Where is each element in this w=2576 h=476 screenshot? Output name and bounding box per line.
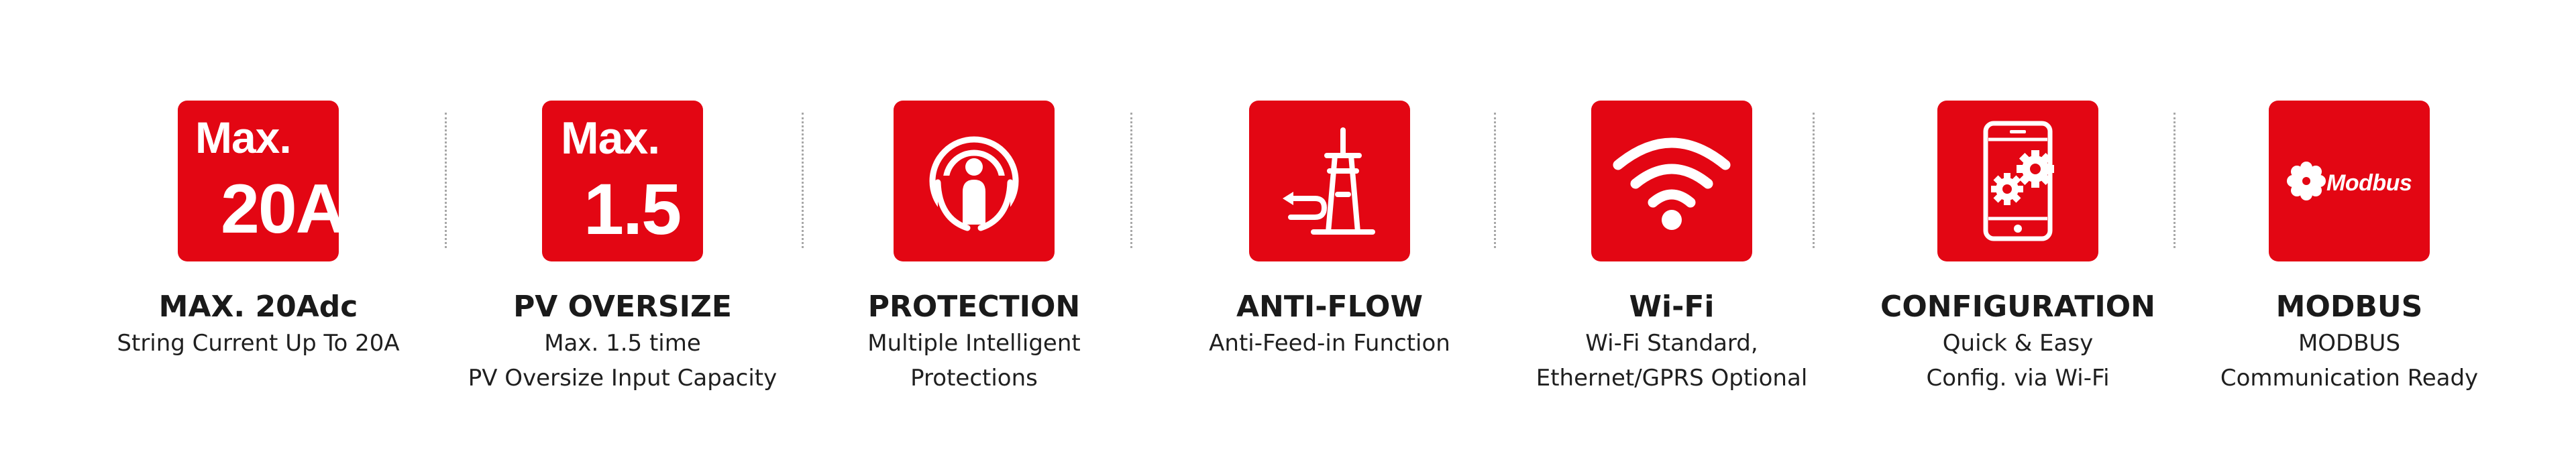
badge-max-label: Max. <box>561 113 660 164</box>
feature-description-line-1: MODBUS <box>2298 330 2401 357</box>
person-shield-graphic <box>929 136 1019 231</box>
wifi-graphic <box>1613 137 1731 230</box>
power-tower-return-icon <box>1249 101 1410 261</box>
feature-title: Wi-Fi <box>1629 290 1715 324</box>
feature-description: Anti-Feed-in Function <box>1209 330 1450 357</box>
feature-anti-flow: ANTI-FLOW Anti-Feed-in Function <box>1142 101 1517 361</box>
divider <box>445 113 447 248</box>
feature-description-line-2: Ethernet/GPRS Optional <box>1536 365 1808 392</box>
badge-current-value: 20A <box>221 170 339 248</box>
feature-description-line-2: Protections <box>910 365 1038 392</box>
feature-description-line-2: PV Oversize Input Capacity <box>468 365 777 392</box>
phone-gears-icon <box>1937 101 2098 261</box>
divider <box>1813 113 1815 248</box>
feature-description: String Current Up To 20A <box>117 330 400 357</box>
divider <box>1130 113 1132 248</box>
feature-title: MAX. 20Adc <box>158 290 358 324</box>
feature-description-line-2: Config. via Wi-Fi <box>1926 365 2110 392</box>
wifi-icon <box>1591 101 1752 261</box>
feature-title: PROTECTION <box>867 290 1081 324</box>
feature-title: PV OVERSIZE <box>513 290 732 324</box>
feature-pv-oversize: Max. 1.5 PV OVERSIZE Max. 1.5 time PV Ov… <box>435 101 810 396</box>
feature-description-line-1: Multiple Intelligent <box>867 330 1081 357</box>
feature-protection: PROTECTION Multiple Intelligent Protecti… <box>786 101 1162 396</box>
feature-title: MODBUS <box>2275 290 2423 324</box>
feature-title: CONFIGURATION <box>1880 290 2155 324</box>
feature-title: ANTI-FLOW <box>1236 290 1423 324</box>
feature-configuration: CONFIGURATION Quick & Easy Config. via W… <box>1830 101 2206 396</box>
divider <box>2174 113 2176 248</box>
pv-oversize-badge-icon: Max. 1.5 <box>542 101 703 261</box>
modbus-gear-graphic <box>2287 162 2326 200</box>
feature-description-line-1: Wi-Fi Standard, <box>1585 330 1758 357</box>
phone-gears-graphic <box>1983 121 2054 241</box>
badge-max-label: Max. <box>195 113 292 162</box>
divider <box>1494 113 1496 248</box>
badge-oversize-value: 1.5 <box>584 168 682 249</box>
modbus-logo-icon: Modbus <box>2269 101 2430 261</box>
divider <box>802 113 804 248</box>
feature-modbus: Modbus MODBUS MODBUS Communication Ready <box>2161 101 2537 396</box>
power-tower-graphic <box>1283 127 1375 235</box>
modbus-logo-text: Modbus <box>2326 170 2412 196</box>
feature-description-line-1: Max. 1.5 time <box>544 330 701 357</box>
feature-description-line-2: Communication Ready <box>2220 365 2479 392</box>
person-shield-icon <box>894 101 1055 261</box>
feature-max-current: Max. 20A MAX. 20Adc String Current Up To… <box>70 101 446 361</box>
feature-description-line-1: Quick & Easy <box>1942 330 2094 357</box>
feature-wifi: Wi-Fi Wi-Fi Standard, Ethernet/GPRS Opti… <box>1484 101 1860 396</box>
max-current-badge-icon: Max. 20A <box>178 101 339 261</box>
